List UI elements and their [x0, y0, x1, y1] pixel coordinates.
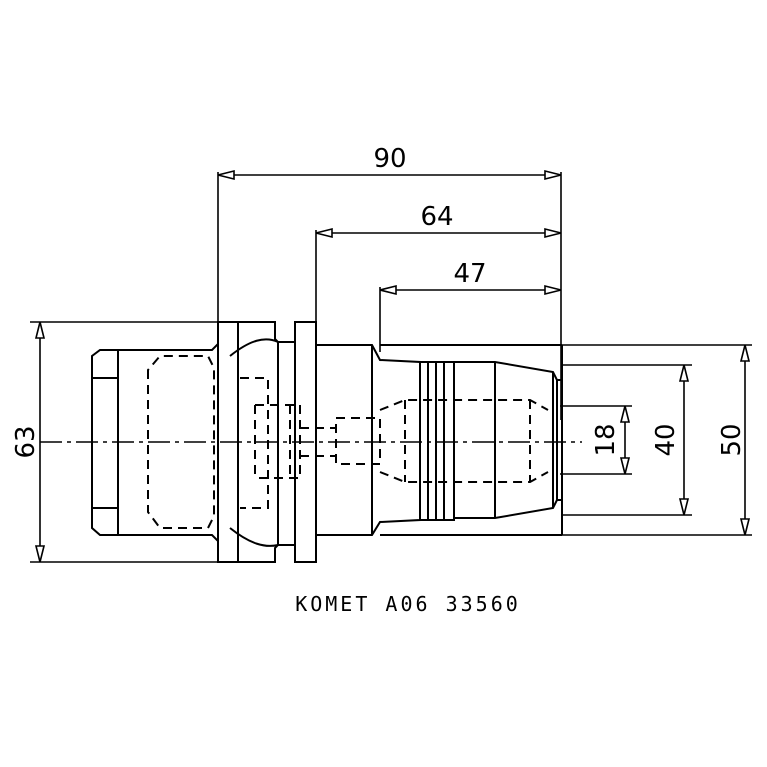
arrow-down-icon — [680, 499, 688, 515]
arrow-right-icon — [545, 286, 561, 294]
body-hidden-lines — [380, 400, 548, 482]
body-outline — [316, 345, 562, 535]
arrow-left-icon — [316, 229, 332, 237]
dimension-63: 63 — [11, 322, 225, 562]
arrow-right-icon — [545, 171, 561, 179]
arrow-left-icon — [380, 286, 396, 294]
dimension-63-label: 63 — [11, 425, 41, 458]
dimension-64-label: 64 — [420, 202, 453, 232]
arrow-up-icon — [621, 406, 629, 422]
arrow-up-icon — [680, 365, 688, 381]
dimension-64: 64 — [316, 202, 561, 322]
shank-outline — [92, 322, 316, 562]
dimension-18: 18 — [560, 406, 632, 474]
dimension-40-label: 40 — [651, 423, 681, 456]
dimension-90: 90 — [218, 144, 561, 420]
dimension-90-label: 90 — [373, 144, 406, 174]
arrow-up-icon — [741, 345, 749, 361]
arrow-right-icon — [545, 229, 561, 237]
arrow-down-icon — [741, 519, 749, 535]
dimension-47-label: 47 — [453, 259, 486, 289]
dimension-18-label: 18 — [591, 423, 621, 456]
arrow-up-icon — [36, 322, 44, 338]
arrow-down-icon — [36, 546, 44, 562]
dimension-40: 40 — [562, 365, 692, 515]
dimension-47: 47 — [380, 259, 561, 352]
arrow-left-icon — [218, 171, 234, 179]
arrow-down-icon — [621, 458, 629, 474]
dimension-50-label: 50 — [717, 423, 747, 456]
part-number-caption: KOMET A06 33560 — [295, 592, 521, 616]
dimension-50: 50 — [562, 345, 752, 535]
